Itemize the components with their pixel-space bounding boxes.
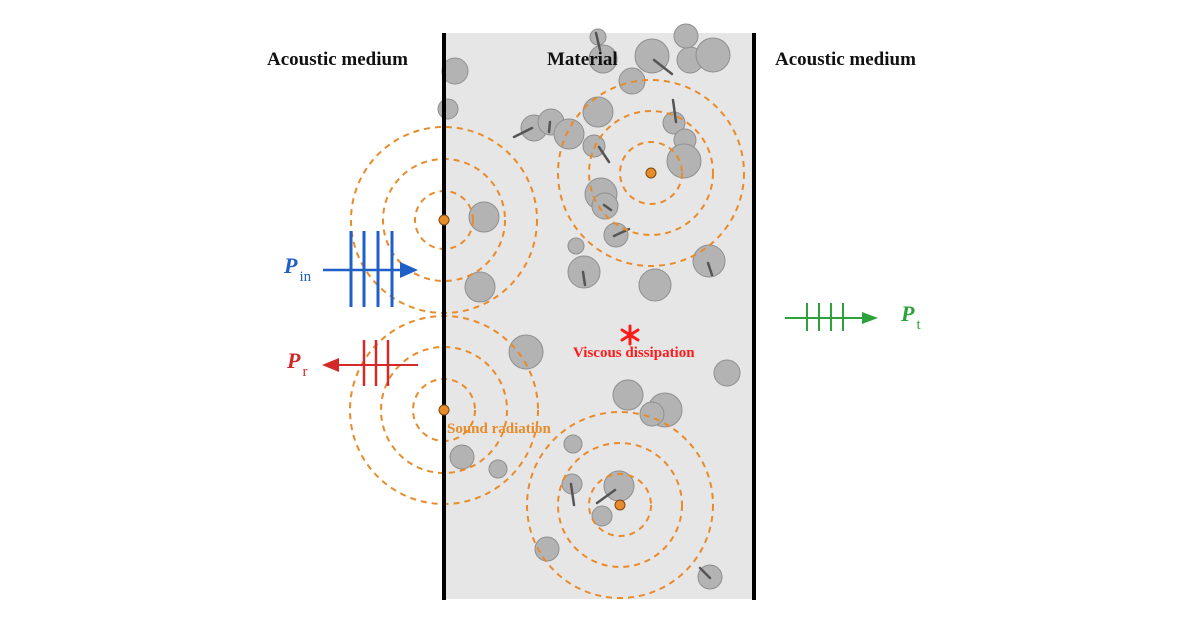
radiation-ring: [588, 473, 652, 537]
transmitted-wave: [785, 303, 864, 331]
right-medium-label: Acoustic medium: [775, 49, 916, 70]
fiber: [602, 203, 613, 212]
radiation-ring: [619, 141, 683, 205]
transmitted-arrow-icon: [862, 312, 878, 324]
particle: [567, 237, 585, 255]
radiation-ring: [380, 346, 508, 474]
fiber: [698, 566, 712, 580]
viscous-dissipation-label: Viscous dissipation: [573, 345, 695, 361]
source-dot-icon: [438, 167, 657, 511]
fiber: [594, 31, 602, 52]
particle: [713, 359, 741, 387]
particle: [449, 444, 475, 470]
source-dot-icon: [438, 404, 450, 416]
particle: [673, 23, 699, 49]
particle: [508, 334, 544, 370]
particle: [692, 244, 726, 278]
particle: [553, 118, 585, 150]
reflected-wave: [336, 340, 418, 386]
fiber: [595, 488, 617, 505]
particle: [582, 96, 614, 128]
fiber: [512, 126, 534, 139]
material-label: Material: [547, 49, 618, 70]
particle: [563, 434, 583, 454]
fiber: [597, 145, 611, 164]
radiation-ring: [557, 442, 683, 568]
radiation-ring: [526, 411, 714, 599]
particle: [437, 98, 459, 120]
incident-symbol-subscript: in: [299, 269, 312, 285]
particle: [612, 379, 644, 411]
incident-symbol-letter: P: [284, 253, 298, 278]
fiber: [652, 58, 674, 76]
particle: [464, 271, 496, 303]
asterisk-icon: [620, 324, 640, 346]
reflected-arrow-icon: [322, 358, 339, 372]
source-dot-icon: [438, 214, 450, 226]
left-medium-label: Acoustic medium: [267, 49, 408, 70]
fiber: [706, 261, 714, 277]
fiber: [671, 98, 678, 124]
fiber: [547, 120, 552, 134]
fiber: [569, 482, 576, 507]
fiber: [581, 270, 587, 287]
sound-radiation-label: Sound radiation: [447, 421, 551, 437]
particle: [582, 134, 606, 158]
source-dot-icon: [614, 499, 626, 511]
particle: [588, 44, 618, 74]
radiation-ring: [557, 79, 745, 267]
particle-group: [437, 23, 741, 590]
incident-arrow-icon: [400, 262, 418, 278]
incident-wave: [323, 231, 408, 307]
transmitted-symbol-letter: P: [901, 301, 915, 326]
particle: [666, 143, 702, 179]
particle: [591, 505, 613, 527]
reflected-symbol-letter: P: [287, 348, 301, 373]
particle: [638, 268, 672, 302]
particle: [695, 37, 731, 73]
particle: [639, 401, 665, 427]
reflected-symbol-subscript: r: [302, 364, 308, 380]
radiation-ring: [588, 110, 714, 236]
particle: [468, 201, 500, 233]
particle: [534, 536, 560, 562]
source-dot-icon: [645, 167, 657, 179]
transmitted-symbol-subscript: t: [916, 317, 921, 333]
particle: [488, 459, 508, 479]
